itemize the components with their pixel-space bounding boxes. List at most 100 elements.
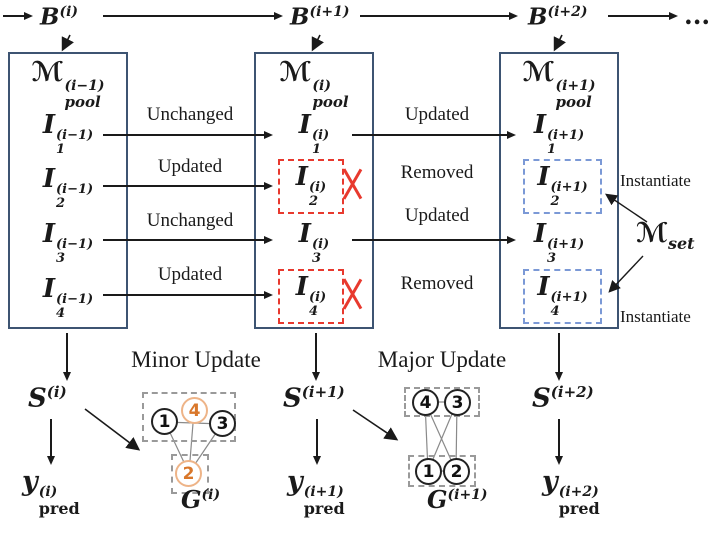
pool-item-next-2: I(i+1)2 [537,164,587,209]
pool-sub: pool [64,93,101,112]
s-to-y-arrow-1 [313,419,321,465]
transition-label-lm-2: Updated [157,156,223,177]
pool-symbol: ℳ [522,57,555,88]
y-sub: pred [303,499,345,519]
item-sup: (i) [308,179,327,195]
instantiate-box-next-4: I(i+1)4 [523,269,602,324]
transition-arrow-lm-2 [103,182,273,190]
state-node-i: S(i) [28,385,67,412]
graph-cluster-box [142,392,236,442]
g-base: G [181,485,202,514]
transition-arrow-lm-4 [103,291,273,299]
item-sup: (i−1) [55,127,94,143]
s-sup: (i+1) [301,383,345,401]
mset-arrow-top [605,193,648,223]
pool-to-s-arrow-2 [555,333,563,381]
item-base: I [295,271,308,302]
y-base: y [22,466,38,497]
graph-gi: 1 4 3 2 [140,388,240,498]
major-update-label: Major Update [377,347,507,372]
y-pred-node-i: y(i)pred [22,468,80,518]
item-sub: 4 [308,303,318,319]
g-base: G [427,485,448,514]
item-base: I [298,219,311,249]
s-sup: (i+2) [550,383,594,401]
instantiate-box-next-2: I(i+1)2 [523,159,602,214]
removed-x-icon [340,277,362,311]
transition-arrow-lm-3 [103,236,273,244]
y-sub: pred [38,499,80,519]
transition-label-lm-3: Unchanged [146,210,234,231]
g-sup: (i+1) [447,487,488,503]
transition-label-mr-2: Removed [400,162,474,183]
item-base: I [42,219,55,249]
state-node-i1: S(i+1) [283,385,345,412]
transition-label-lm-4: Updated [157,264,223,285]
item-sup: (i−1) [55,181,94,197]
instantiate-label-bottom: Instantiate [620,307,691,326]
graph-cluster-box [171,454,209,494]
y-sup: (i+2) [558,483,599,500]
pool-item-prev-1: I(i−1)1 [10,112,126,157]
batch-base: B [290,3,310,31]
graph-node-4-updated: 4 [181,397,208,424]
item-base: I [533,110,546,140]
pool-sup: (i−1) [64,78,105,95]
flow-arrow-2 [360,12,518,20]
item-sub: 3 [55,251,66,267]
batch-base: B [528,3,548,31]
batch-sup: (i+1) [309,4,350,20]
y-sup: (i+1) [303,483,344,500]
s-to-graph-arrow-0 [84,408,141,451]
transition-label-mr-4: Removed [400,273,474,294]
graph-node-1: 1 [415,458,442,485]
batch-node-i1: B(i+1) [290,5,350,29]
graph-node-2-updated: 2 [175,460,202,487]
batch-base: B [40,3,60,31]
minor-update-label: Minor Update [131,347,261,372]
transition-arrow-mr-1 [352,131,516,139]
pool-to-s-arrow-0 [63,333,71,381]
batch-to-pool-arrow-0 [61,34,74,52]
item-sub: 2 [308,193,318,209]
graph-cluster-box [404,387,480,417]
pool-item-curr-1: I(i)1 [256,112,372,157]
pool-item-next-4: I(i+1)4 [537,274,587,319]
graph-node-4: 4 [412,389,439,416]
transition-arrow-lm-1 [103,131,273,139]
instantiate-label-top: Instantiate [620,171,691,190]
graph-cluster-box [408,455,476,487]
item-base: I [42,164,55,194]
batch-to-pool-arrow-1 [311,34,324,52]
state-node-i2: S(i+2) [532,385,594,412]
pool-header-next: ℳ(i+1)pool [501,57,617,111]
s-base: S [532,383,551,414]
item-base: I [533,219,546,249]
transition-label-mr-1: Updated [404,104,470,125]
y-sup: (i) [38,483,58,500]
pool-item-curr-2: I(i)2 [296,164,326,209]
pool-box-next: ℳ(i+1)pool I(i+1)1 I(i+1)2 I(i+1)3 I(i+1… [499,52,619,329]
item-sub: 3 [311,251,321,267]
item-sup: (i−1) [55,236,94,252]
flow-entry-arrow [3,12,33,20]
item-sub: 4 [550,303,560,319]
pool-item-next-1: I(i+1)1 [501,112,617,157]
pool-to-s-arrow-1 [312,333,320,381]
removed-box-curr-4: I(i)4 [278,269,344,324]
graph-label-gi: G(i) [181,488,220,512]
transition-label-lm-1: Unchanged [146,104,234,125]
pool-sub: pool [555,93,592,112]
batch-node-i2: B(i+2) [528,5,588,29]
flow-arrow-3 [608,12,678,20]
y-pred-node-i1: y(i+1)pred [287,468,345,518]
item-base: I [537,271,550,302]
pool-item-next-3: I(i+1)3 [501,221,617,266]
pool-sup: (i) [312,78,331,95]
item-sup: (i) [311,236,330,252]
item-sub: 3 [546,251,557,267]
pool-header-curr: ℳ(i)pool [256,57,372,111]
item-sup: (i+1) [546,127,585,143]
s-base: S [28,383,47,414]
mset-arrow-bottom [608,255,644,293]
